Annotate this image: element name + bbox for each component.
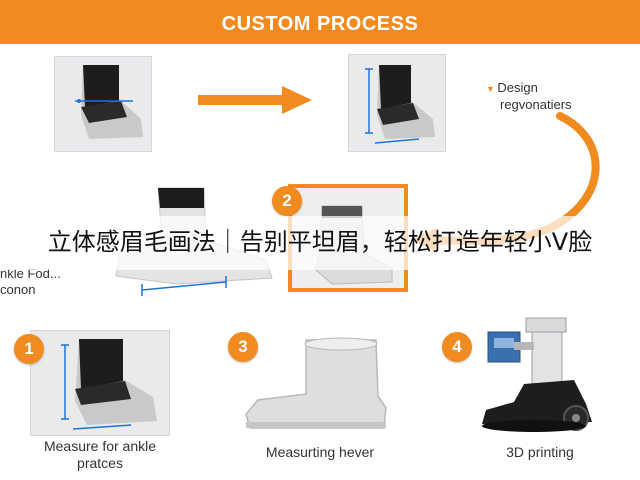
step-1-caption: Measure for ankle pratces (20, 438, 180, 472)
step-1-panel (30, 330, 170, 436)
overlay-headline: 立体感眉毛画法｜告别平坦眉，轻松打造年轻小V脸 (0, 222, 640, 257)
ankle-brace-icon (75, 65, 143, 139)
design-note-line2: regvonatiers (500, 97, 572, 112)
page-banner: CUSTOM PROCESS (0, 0, 640, 44)
step-3-caption-line1: Measurting hever (265, 444, 375, 460)
step-3-badge: 3 (228, 332, 258, 362)
step-2-number: 2 (282, 191, 292, 210)
3d-printer-icon (482, 317, 592, 432)
overlay-headline-text: 立体感眉毛画法｜告别平坦眉，轻松打造年轻小V脸 (47, 228, 593, 256)
step-3-caption: Measurting hever (230, 444, 410, 461)
ankle-panel-measured (348, 54, 446, 152)
step-1-caption-line2: pratces (77, 455, 123, 471)
process-arrow-icon (198, 86, 312, 114)
step-4-caption: 3D printing (460, 444, 620, 461)
design-note-line1: Design (497, 80, 538, 95)
step-2-badge: 2 (272, 186, 302, 216)
step-1-number: 1 (24, 339, 34, 358)
design-note: ▼ Design regvonatiers (486, 80, 572, 113)
step-4-number: 4 (452, 337, 462, 356)
ankle-measurement-icon (365, 65, 435, 144)
boot-icon (245, 337, 387, 429)
ankle-fod-note: nkle Fod... conon (0, 266, 61, 298)
step-1-badge: 1 (14, 334, 44, 364)
step-4-badge: 4 (442, 332, 472, 362)
step-3-number: 3 (238, 337, 248, 356)
step-1-caption-line1: Measure for ankle (43, 438, 157, 454)
left-note-line2: conon (0, 282, 36, 297)
ankle-measure-icon (61, 339, 157, 430)
design-arrow-icon: ▼ (486, 84, 498, 94)
ankle-panel-initial (54, 56, 152, 152)
overlay-band (0, 216, 640, 270)
banner-title: CUSTOM PROCESS (221, 13, 419, 35)
step-4-caption-line1: 3D printing (506, 444, 574, 460)
